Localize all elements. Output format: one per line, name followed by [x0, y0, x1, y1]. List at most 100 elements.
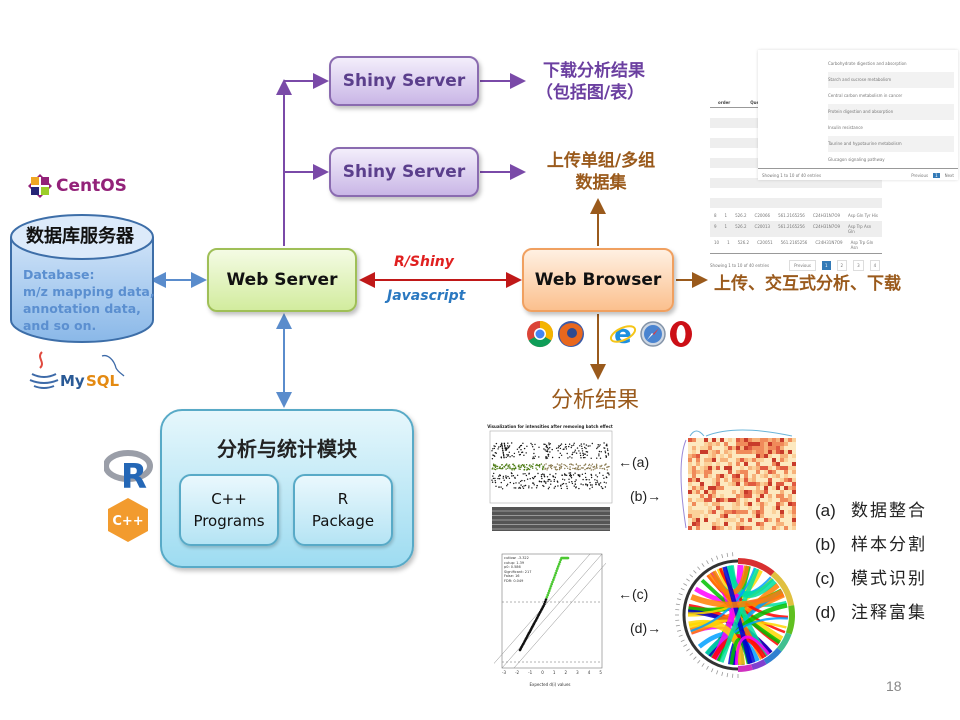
db-line: and so on.: [23, 318, 97, 333]
page-1[interactable]: 1: [821, 261, 831, 270]
plot-a-point: [495, 485, 497, 487]
page-4[interactable]: 4: [869, 260, 881, 271]
web-browser-node[interactable]: Web Browser: [522, 248, 674, 312]
web-server-node[interactable]: Web Server: [207, 248, 357, 312]
heatmap-cell: [780, 494, 784, 498]
database-cylinder[interactable]: [8, 200, 156, 350]
chord-tick: [701, 663, 705, 667]
heatmap-cell: [688, 522, 692, 526]
heatmap-cell: [688, 514, 692, 518]
pathway-row: Taurine and hypotaurine metabolism: [828, 136, 954, 152]
shiny-server-label: Shiny Server: [342, 71, 466, 91]
plot-a-point: [523, 480, 526, 482]
heatmap-cell: [756, 466, 760, 470]
heatmap-cell: [776, 490, 780, 494]
plot-a-point: [549, 478, 551, 481]
page-2[interactable]: 2: [836, 260, 848, 271]
plot-a-point: [546, 467, 548, 470]
heatmap-cell: [776, 462, 780, 466]
plot-a-point: [547, 455, 550, 457]
heatmap-cell: [740, 474, 744, 478]
heatmap-cell: [752, 486, 756, 490]
heatmap-cell: [736, 474, 740, 478]
cpp-programs-box[interactable]: C++ Programs: [179, 474, 279, 546]
heatmap-cell: [700, 450, 704, 454]
plot-a-point: [503, 454, 505, 457]
plot-a-point: [581, 473, 584, 475]
plot-a-point: [569, 456, 571, 458]
mysql-logo: My SQL: [28, 350, 132, 394]
plot-a-point: [571, 453, 573, 456]
heatmap-cell: [792, 506, 796, 510]
overlay-page-1[interactable]: 1: [933, 173, 940, 178]
heatmap-cell: [716, 510, 720, 514]
shiny-server-download[interactable]: Shiny Server: [329, 56, 479, 106]
heatmap-cell: [700, 506, 704, 510]
plot-a-point: [580, 443, 582, 445]
heatmap-cell: [724, 482, 728, 486]
plot-a-point: [523, 454, 525, 456]
heatmap-cell: [772, 526, 776, 530]
stat: FDR: 0.049: [504, 578, 524, 583]
heatmap-cell: [780, 522, 784, 526]
plot-a-point: [568, 481, 570, 483]
heatmap-cell: [720, 490, 724, 494]
plot-a-point: [491, 479, 493, 481]
chord-ribbon: [711, 634, 767, 660]
heatmap-cell: [740, 454, 744, 458]
overlay-prev[interactable]: Previous: [911, 173, 929, 178]
plot-a-point: [505, 448, 508, 450]
plot-c-sam-plot: [489, 553, 615, 669]
plot-a-point: [525, 474, 528, 477]
heatmap-cell: [728, 466, 732, 470]
heatmap-cell: [764, 498, 768, 502]
heatmap-cell: [732, 482, 736, 486]
heatmap-cell: [776, 510, 780, 514]
heatmap-cell: [708, 438, 712, 442]
plot-a-point: [552, 475, 554, 477]
plot-a-point: [607, 472, 610, 474]
heatmap-cell: [712, 498, 716, 502]
heatmap-cell: [732, 490, 736, 494]
heatmap-cell: [716, 466, 720, 470]
heatmap-cell: [732, 438, 736, 442]
cpp-logo-icon: C++: [108, 498, 148, 542]
plot-c-point: [544, 598, 548, 601]
overlay-next[interactable]: Next: [944, 173, 954, 178]
heatmap-cell: [708, 518, 712, 522]
heatmap-cell: [736, 510, 740, 514]
page-previous[interactable]: Previous: [789, 260, 816, 271]
heatmap-cell: [768, 462, 772, 466]
heatmap-cell: [740, 522, 744, 526]
heatmap-cell: [784, 506, 788, 510]
chord-tick: [686, 648, 690, 652]
shiny-server-upload[interactable]: Shiny Server: [329, 147, 479, 197]
plot-a-point: [540, 481, 542, 483]
heatmap-cell: [736, 502, 740, 506]
heatmap-cell: [724, 438, 728, 442]
heatmap-cell: [720, 494, 724, 498]
plot-a-point: [504, 445, 506, 447]
heatmap-cell: [760, 474, 764, 478]
annotation-d: (d)→: [630, 620, 662, 636]
plot-a-scatter: [489, 430, 613, 531]
plot-a-point: [564, 443, 567, 446]
heatmap-cell: [780, 526, 784, 530]
cell: 526.2: [735, 224, 747, 229]
heatmap-cell: [708, 514, 712, 518]
plot-a-point: [525, 464, 528, 466]
heatmap-cell: [696, 510, 700, 514]
plot-a-point: [565, 474, 568, 476]
r-package-box[interactable]: R Package: [293, 474, 393, 546]
plot-a-point: [508, 446, 510, 448]
heatmap-cell: [712, 466, 716, 470]
page-3[interactable]: 3: [853, 260, 864, 271]
heatmap-cell: [692, 438, 696, 442]
analysis-module[interactable]: 分析与统计模块 C++ Programs R Package: [160, 409, 414, 568]
plot-a-point: [547, 488, 550, 490]
plot-a-point: [524, 484, 527, 487]
plot-a-point: [581, 467, 584, 469]
plot-a-point: [532, 463, 534, 465]
heatmap-cell: [696, 478, 700, 482]
